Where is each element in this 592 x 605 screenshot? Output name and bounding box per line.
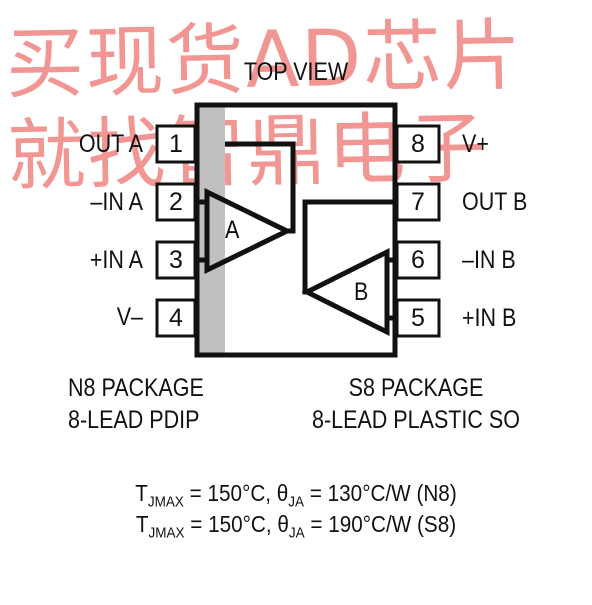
pin-box-3 (155, 240, 197, 280)
pin-label-plus-in-a: +IN A (89, 246, 143, 274)
pin-label-v-minus: V– (116, 303, 143, 331)
pin-label-minus-in-a: –IN A (90, 188, 143, 216)
amp-a-label: A (225, 216, 240, 244)
pin-label-v-plus: V+ (462, 130, 489, 158)
amp-b-triangle (301, 247, 390, 337)
thermal-spec-s8: TJMAX = 150°C, θJA = 190°C/W (S8) (135, 511, 457, 542)
pin-label-minus-in-b: –IN B (462, 246, 516, 274)
amp-a-triangle (204, 188, 293, 274)
package-n8-line2: 8-LEAD PDIP (68, 406, 200, 434)
pin-box-1 (155, 124, 197, 164)
pin-box-4 (155, 298, 197, 338)
package-s8-line1: S8 PACKAGE (348, 374, 484, 402)
pin-number-8: 8 (411, 130, 425, 158)
package-n8-line1: N8 PACKAGE (68, 374, 204, 402)
amp-b-output-trace (302, 199, 397, 295)
pin-number-7: 7 (411, 188, 425, 216)
diagram-title: TOP VIEW (243, 58, 349, 86)
pin-box-8 (395, 124, 441, 164)
amp-b-label: B (354, 278, 369, 306)
pin-label-plus-in-b: +IN B (462, 304, 517, 332)
package-s8-line2: 8-LEAD PLASTIC SO (312, 406, 520, 434)
pin-number-2: 2 (169, 188, 183, 216)
thermal-spec-n8: TJMAX = 150°C, θJA = 130°C/W (N8) (135, 480, 457, 511)
pin-number-6: 6 (411, 246, 425, 274)
pin-number-3: 3 (169, 246, 183, 274)
pin-label-out-a: OUT A (78, 130, 143, 158)
pin-number-1: 1 (169, 130, 183, 158)
amp-a-output-trace (225, 141, 296, 234)
pin-number-5: 5 (411, 304, 425, 332)
pin-number-4: 4 (169, 304, 183, 332)
pin1-stripe (199, 107, 225, 353)
pin-label-out-b: OUT B (462, 188, 528, 216)
pin-box-2 (155, 182, 197, 222)
package-body (194, 102, 398, 358)
